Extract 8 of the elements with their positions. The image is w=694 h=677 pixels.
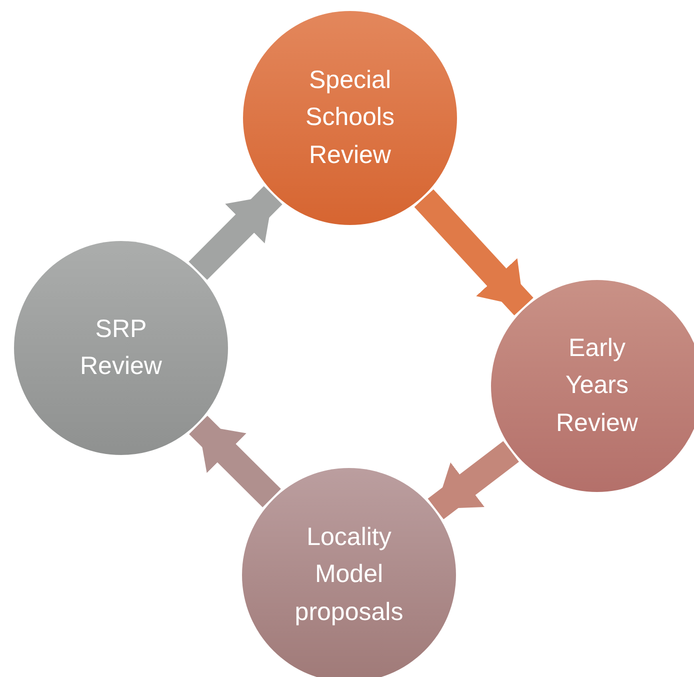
block-arrow	[189, 416, 281, 508]
circle-label: Special Schools Review	[304, 64, 396, 171]
block-arrow	[414, 189, 534, 316]
block-arrow	[188, 186, 282, 280]
block-arrow	[428, 441, 519, 520]
circle-label: Early Years Review	[555, 332, 639, 439]
circle-label: SRP Review	[79, 314, 163, 382]
circle-label: Locality Model proposals	[294, 522, 404, 628]
